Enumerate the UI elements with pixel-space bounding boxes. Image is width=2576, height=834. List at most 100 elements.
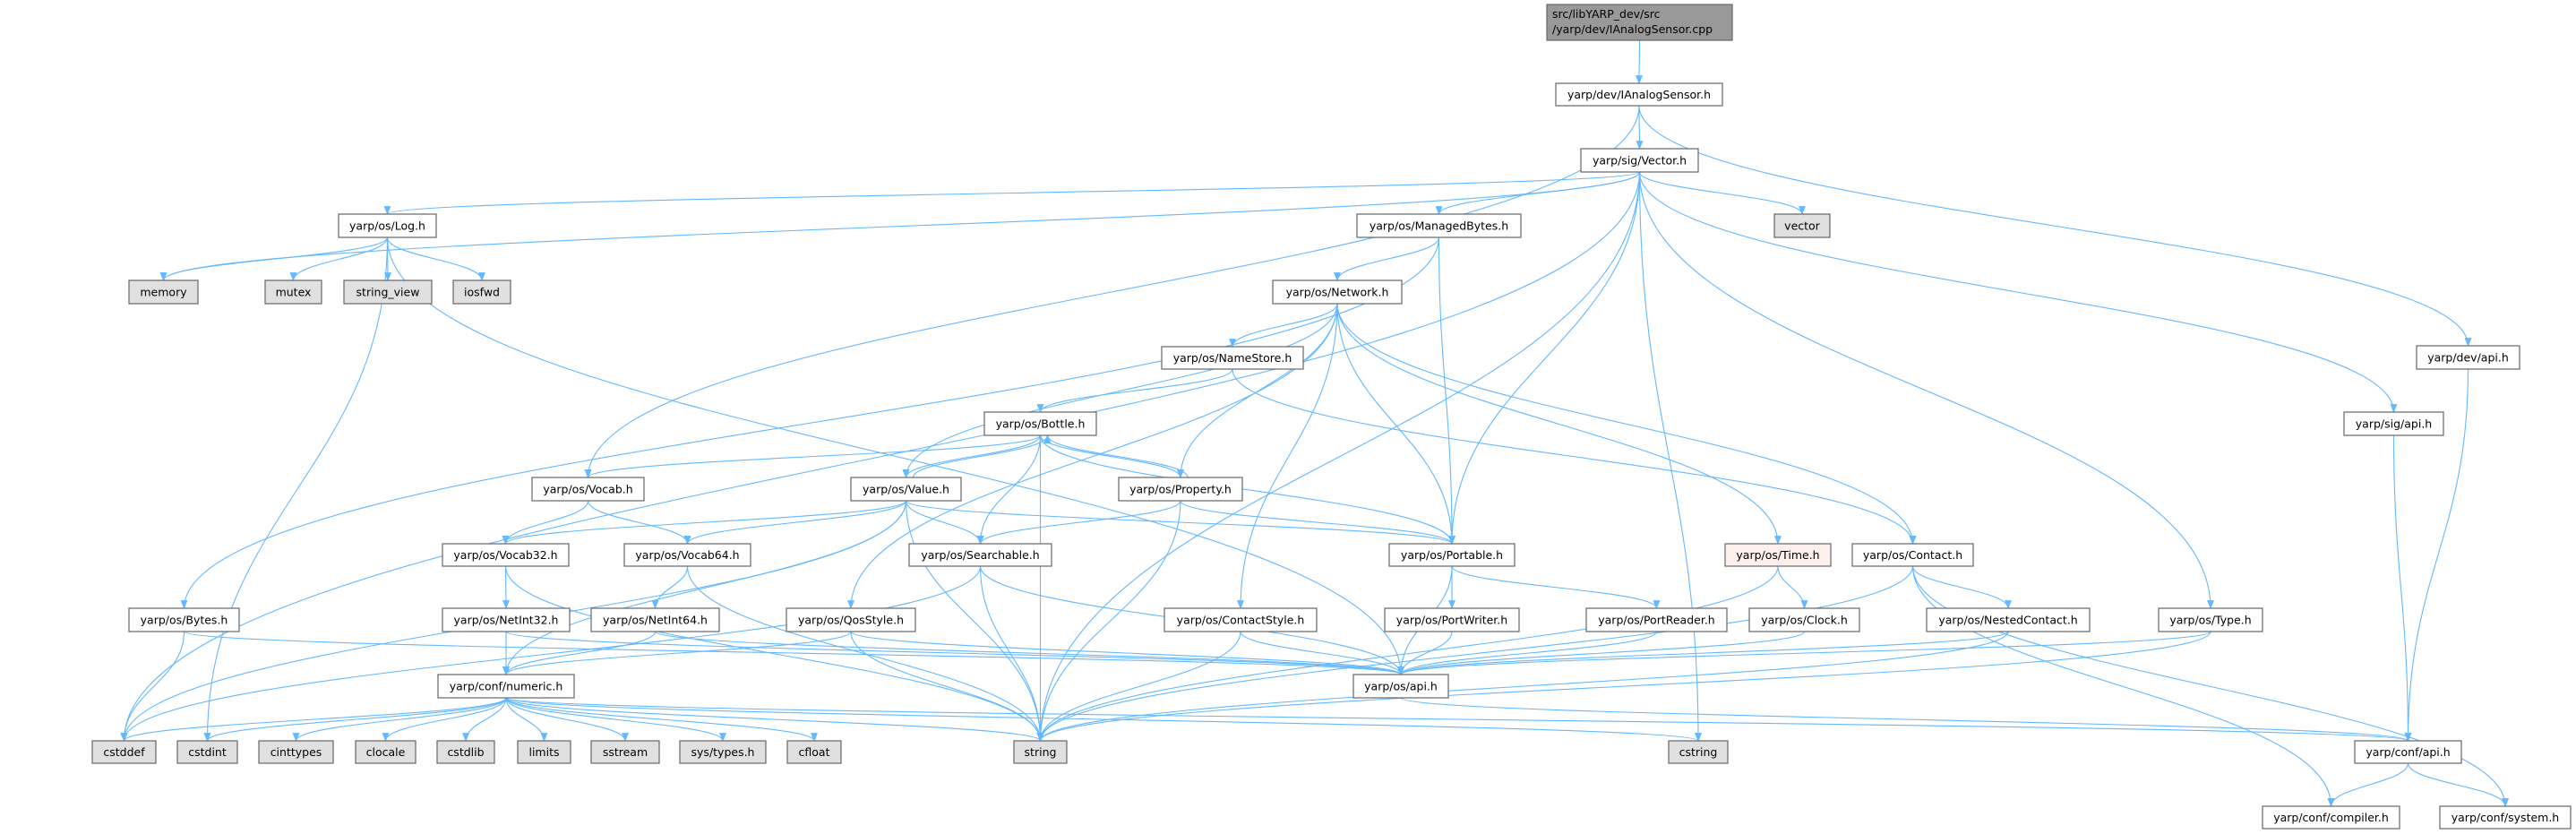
node-portwriter[interactable]: yarp/os/PortWriter.h: [1384, 607, 1520, 632]
node-nestedcontact[interactable]: yarp/os/NestedContact.h: [1926, 607, 2091, 632]
node-label: cstdlib: [447, 745, 484, 759]
node-devapi[interactable]: yarp/dev/api.h: [2416, 345, 2520, 370]
node-label: iosfwd: [464, 286, 500, 299]
node-memory[interactable]: memory: [128, 279, 199, 305]
node-time[interactable]: yarp/os/Time.h: [1724, 543, 1832, 567]
node-value[interactable]: yarp/os/Value.h: [850, 477, 962, 502]
node-box: [258, 740, 334, 764]
node-type[interactable]: yarp/os/Type.h: [2158, 607, 2263, 632]
node-label: yarp/os/Vocab64.h: [635, 548, 739, 562]
node-box: [786, 607, 916, 632]
node-cinttypes[interactable]: cinttypes: [258, 740, 334, 764]
edge-value-to-searchable: [905, 500, 984, 545]
node-portable[interactable]: yarp/os/Portable.h: [1388, 543, 1516, 567]
node-cstdint[interactable]: cstdint: [176, 740, 238, 764]
edge-vector_h-to-cstring: [1638, 171, 1702, 742]
node-contactstyle[interactable]: yarp/os/ContactStyle.h: [1163, 607, 1318, 632]
edge-type-to-string: [1036, 631, 2211, 742]
node-system[interactable]: yarp/conf/system.h: [2439, 805, 2572, 830]
node-sstream[interactable]: sstream: [590, 740, 660, 764]
node-box: [679, 740, 767, 764]
edge-network-to-value: [902, 303, 1338, 478]
node-label: yarp/os/Property.h: [1129, 483, 1232, 496]
node-label: vector: [1784, 219, 1821, 233]
node-label: yarp/os/Vocab.h: [543, 483, 632, 496]
node-numeric[interactable]: yarp/conf/numeric.h: [437, 674, 575, 699]
edge-vector_h-to-vector: [1638, 171, 1806, 215]
node-nameStore[interactable]: yarp/os/NameStore.h: [1161, 346, 1304, 370]
node-box: [1926, 607, 2091, 632]
node-managedbytes[interactable]: yarp/os/ManagedBytes.h: [1356, 213, 1522, 238]
node-mutex[interactable]: mutex: [264, 279, 322, 305]
edge-vocab-to-vocab32: [502, 500, 589, 545]
node-label: string_view: [356, 286, 420, 299]
node-iosfwd[interactable]: iosfwd: [452, 279, 511, 305]
node-netint32[interactable]: yarp/os/NetInt32.h: [442, 607, 571, 632]
node-systypes[interactable]: sys/types.h: [679, 740, 767, 764]
node-vocab32[interactable]: yarp/os/Vocab32.h: [442, 543, 570, 567]
edge-qosstyle-to-string: [850, 631, 1044, 742]
node-limits[interactable]: limits: [517, 740, 571, 764]
node-vocab[interactable]: yarp/os/Vocab.h: [531, 477, 645, 502]
node-cfloat[interactable]: cfloat: [786, 740, 842, 764]
node-cstddef[interactable]: cstddef: [91, 740, 157, 764]
node-vector[interactable]: vector: [1773, 213, 1831, 238]
node-box: [452, 279, 511, 305]
edge-bottle-to-portable: [1039, 434, 1455, 545]
edge-network-to-nameStore: [1229, 303, 1338, 348]
node-root[interactable]: src/libYARP_dev/src/yarp/dev/IAnalogSens…: [1546, 4, 1733, 41]
node-sigapi[interactable]: yarp/sig/api.h: [2343, 411, 2444, 436]
node-clocale[interactable]: clocale: [355, 740, 416, 764]
node-label: yarp/os/ContactStyle.h: [1177, 614, 1305, 627]
node-box: [128, 607, 240, 632]
edge-contact-to-system: [1911, 565, 2509, 807]
node-label: yarp/os/Bytes.h: [141, 614, 228, 627]
node-box: [1724, 543, 1832, 567]
node-string[interactable]: string: [1013, 740, 1068, 764]
node-portreader[interactable]: yarp/os/PortReader.h: [1585, 607, 1728, 632]
node-contact[interactable]: yarp/os/Contact.h: [1851, 543, 1974, 567]
node-box: [517, 740, 571, 764]
node-property[interactable]: yarp/os/Property.h: [1118, 477, 1243, 502]
node-cstring[interactable]: cstring: [1668, 740, 1729, 764]
node-label: yarp/os/Bottle.h: [996, 417, 1086, 431]
edge-managedbytes-to-portable: [1438, 236, 1455, 545]
node-clock[interactable]: yarp/os/Clock.h: [1748, 607, 1860, 632]
edge-network-to-qosstyle: [847, 303, 1338, 609]
edge-numeric-to-cfloat: [505, 697, 818, 742]
node-label: yarp/os/Network.h: [1286, 286, 1389, 299]
node-cstdlib[interactable]: cstdlib: [436, 740, 495, 764]
edge-portable-to-portreader: [1451, 565, 1661, 609]
node-box: [1585, 607, 1728, 632]
node-label: src/libYARP_dev/src: [1552, 7, 1661, 21]
node-confapi[interactable]: yarp/conf/api.h: [2354, 740, 2462, 764]
node-netint64[interactable]: yarp/os/NetInt64.h: [590, 607, 720, 632]
node-bottle[interactable]: yarp/os/Bottle.h: [983, 411, 1097, 436]
node-log[interactable]: yarp/os/Log.h: [338, 213, 437, 238]
edge-time-to-string: [1036, 565, 1779, 742]
node-label: yarp/conf/compiler.h: [2273, 811, 2389, 824]
node-bytes[interactable]: yarp/os/Bytes.h: [128, 607, 240, 632]
edge-contactstyle-to-string: [1036, 631, 1241, 742]
node-label: sstream: [603, 745, 648, 759]
edge-nameStore-to-contact: [1232, 368, 1917, 545]
node-qosstyle[interactable]: yarp/os/QosStyle.h: [786, 607, 916, 632]
edge-network-to-portable: [1336, 303, 1455, 545]
edges-layer: [120, 39, 2509, 807]
node-ias[interactable]: yarp/dev/IAnalogSensor.h: [1555, 82, 1723, 107]
node-vocab64[interactable]: yarp/os/Vocab64.h: [623, 543, 751, 567]
node-label: yarp/conf/numeric.h: [450, 680, 563, 693]
node-string_view[interactable]: string_view: [343, 279, 433, 305]
node-box: [531, 477, 645, 502]
node-network[interactable]: yarp/os/Network.h: [1272, 279, 1403, 305]
node-vector_h[interactable]: yarp/sig/Vector.h: [1580, 148, 1699, 173]
edge-numeric-to-confapi: [505, 697, 2411, 742]
node-label: cstring: [1679, 745, 1718, 759]
node-label: /yarp/dev/IAnalogSensor.cpp: [1552, 22, 1713, 36]
node-box: [850, 477, 962, 502]
node-osapi[interactable]: yarp/os/api.h: [1352, 674, 1449, 699]
node-searchable[interactable]: yarp/os/Searchable.h: [908, 543, 1052, 567]
edge-contactstyle-to-osapi: [1240, 631, 1404, 675]
node-compiler[interactable]: yarp/conf/compiler.h: [2262, 805, 2400, 830]
node-label: cstdint: [188, 745, 227, 759]
